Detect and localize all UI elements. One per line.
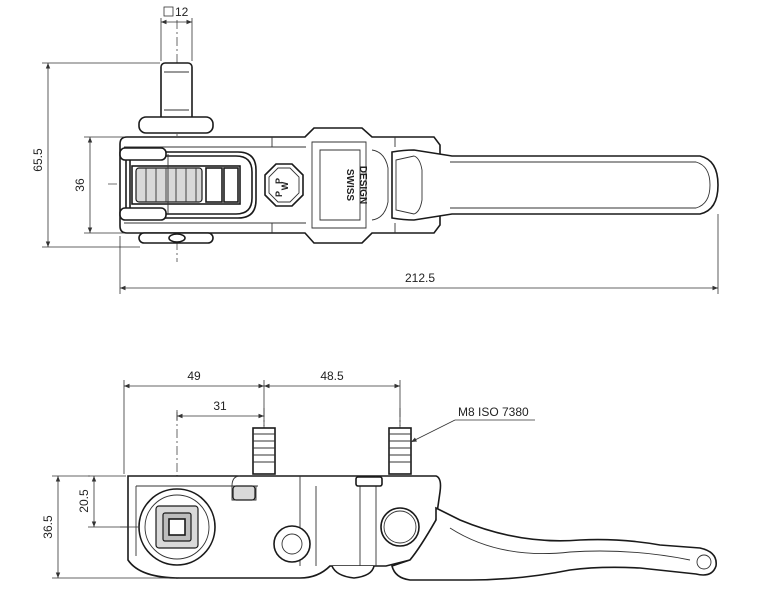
side-stud-right — [388, 427, 412, 475]
dim-31-label: 31 — [213, 399, 227, 413]
side-handle — [391, 506, 717, 581]
dim-36-label: 36 — [73, 178, 87, 192]
swiss-design-label: SWISS DESIGN — [344, 166, 368, 204]
pivot-hole-large — [380, 507, 420, 547]
dim-36-5-label: 36.5 — [41, 515, 55, 539]
dim-20-5-label: 20.5 — [77, 489, 91, 513]
dim-overall-height: 65.5 — [31, 62, 160, 248]
dim-48-5-label: 48.5 — [320, 369, 344, 383]
dim-12-label: 12 — [175, 5, 189, 19]
top-handle — [391, 149, 719, 221]
roller — [135, 167, 239, 203]
top-inner-slot — [119, 147, 257, 221]
thread-note: M8 ISO 7380 — [410, 405, 535, 443]
dim-axis-height: 20.5 — [77, 475, 138, 528]
square-drive — [138, 488, 216, 566]
side-view: M8 ISO 7380 49 48.5 31 20.5 — [41, 369, 717, 582]
design-text: DESIGN — [357, 166, 368, 204]
dim-49-label: 49 — [187, 369, 201, 383]
logo-text-2: W — [280, 181, 290, 190]
dim-to-first-stud: 49 — [123, 369, 265, 474]
logo-text-1: P — [274, 178, 284, 184]
dim-overall-length: 212.5 — [119, 214, 719, 294]
side-stud-left — [252, 427, 276, 475]
dim-212-5-label: 212.5 — [405, 271, 435, 285]
dim-stud-spacing: 48.5 — [264, 369, 401, 426]
top-stud — [138, 62, 214, 134]
dim-stud-square: 12 — [160, 5, 193, 61]
logo-text-3: P — [274, 191, 284, 197]
dim-side-body-height: 36.5 — [41, 475, 178, 579]
dim-axis-to-stud: 31 — [176, 399, 264, 420]
dim-65-5-label: 65.5 — [31, 148, 45, 172]
pwp-logo: P W P — [264, 163, 304, 207]
dim-body-height: 36 — [73, 136, 124, 234]
swiss-text: SWISS — [344, 169, 355, 202]
top-bottom-washer — [138, 232, 214, 244]
pivot-hole-small — [273, 525, 311, 563]
thread-note-label: M8 ISO 7380 — [458, 405, 529, 419]
top-view: P W P SWISS DESIGN 12 65.5 — [31, 5, 719, 294]
